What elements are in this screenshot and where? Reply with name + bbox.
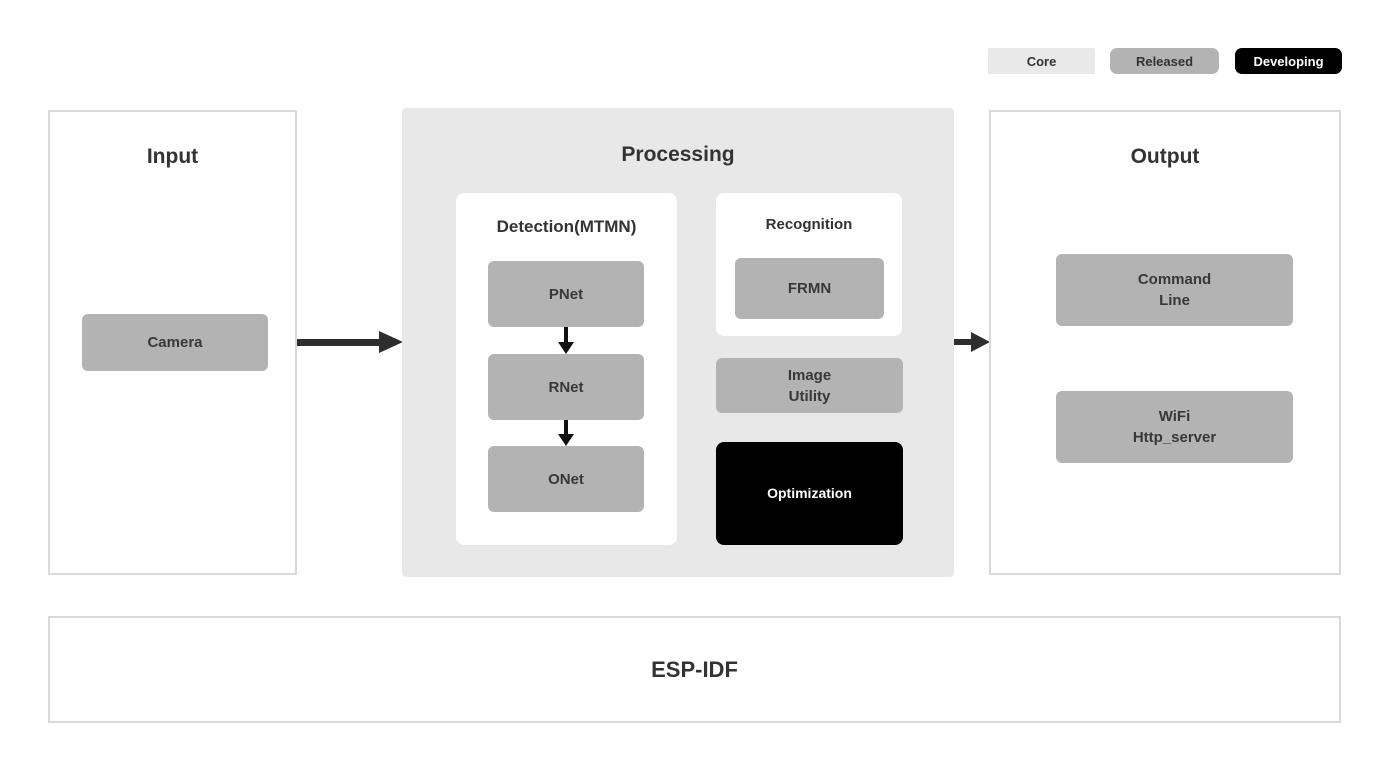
recognition-panel-title: Recognition xyxy=(765,216,853,233)
camera-node: Camera xyxy=(82,314,268,371)
pnet-node: PNet xyxy=(488,261,644,327)
legend-chip-developing: Developing xyxy=(1235,48,1342,74)
legend-chip-core: Core xyxy=(988,48,1095,74)
onet-node-label: ONet xyxy=(548,470,584,488)
arrow-shaft xyxy=(954,339,974,345)
arrow-shaft xyxy=(297,339,381,346)
espidf-panel: ESP-IDF xyxy=(48,616,1341,723)
pnet-node-label: PNet xyxy=(548,285,584,303)
arrow-down-icon xyxy=(558,420,574,446)
input-panel: Input Camera xyxy=(48,110,297,575)
optimization-node: Optimization xyxy=(716,442,903,545)
arrow-down-icon xyxy=(558,327,574,354)
rnet-node-label: RNet xyxy=(548,378,584,396)
frmn-node-label: FRMN xyxy=(787,280,832,297)
processing-panel: Processing Detection(MTMN) PNet RNet ONe… xyxy=(402,108,954,577)
wifi-http-server-node: WiFi Http_server xyxy=(1056,391,1293,463)
espidf-panel-title: ESP-IDF xyxy=(651,656,738,682)
image-utility-node: Image Utility xyxy=(716,358,903,413)
command-line-line2: Line xyxy=(1159,292,1190,309)
rnet-node: RNet xyxy=(488,354,644,420)
legend-developing-label: Developing xyxy=(1253,53,1324,69)
arrow-right-icon xyxy=(954,332,990,352)
camera-node-label: Camera xyxy=(147,334,203,351)
image-utility-line1: Image xyxy=(787,366,832,384)
image-utility-line2: Utility xyxy=(788,387,831,405)
onet-node: ONet xyxy=(488,446,644,512)
arrow-head xyxy=(971,332,990,352)
processing-panel-title: Processing xyxy=(621,143,735,166)
output-panel: Output Command Line WiFi Http_server xyxy=(989,110,1341,575)
arrow-right-icon xyxy=(297,331,403,353)
command-line-line1: Command xyxy=(1137,271,1212,288)
arrow-head xyxy=(379,331,403,353)
optimization-node-label: Optimization xyxy=(767,485,852,501)
detection-panel-title: Detection(MTMN) xyxy=(496,217,637,236)
wifi-line2: Http_server xyxy=(1132,429,1217,446)
legend-released-label: Released xyxy=(1135,53,1194,69)
detection-panel: Detection(MTMN) PNet RNet ONet xyxy=(456,193,677,545)
arrow-shaft xyxy=(564,420,568,435)
arrow-shaft xyxy=(564,327,568,343)
arrow-head xyxy=(558,434,574,446)
legend-chip-released: Released xyxy=(1110,48,1219,74)
legend-core-label: Core xyxy=(1026,53,1057,69)
input-panel-title: Input xyxy=(146,145,199,168)
output-panel-title: Output xyxy=(1130,145,1200,168)
wifi-line1: WiFi xyxy=(1158,408,1191,425)
arrow-head xyxy=(558,342,574,354)
frmn-node: FRMN xyxy=(735,258,884,319)
command-line-node: Command Line xyxy=(1056,254,1293,326)
recognition-panel: Recognition FRMN xyxy=(716,193,902,336)
